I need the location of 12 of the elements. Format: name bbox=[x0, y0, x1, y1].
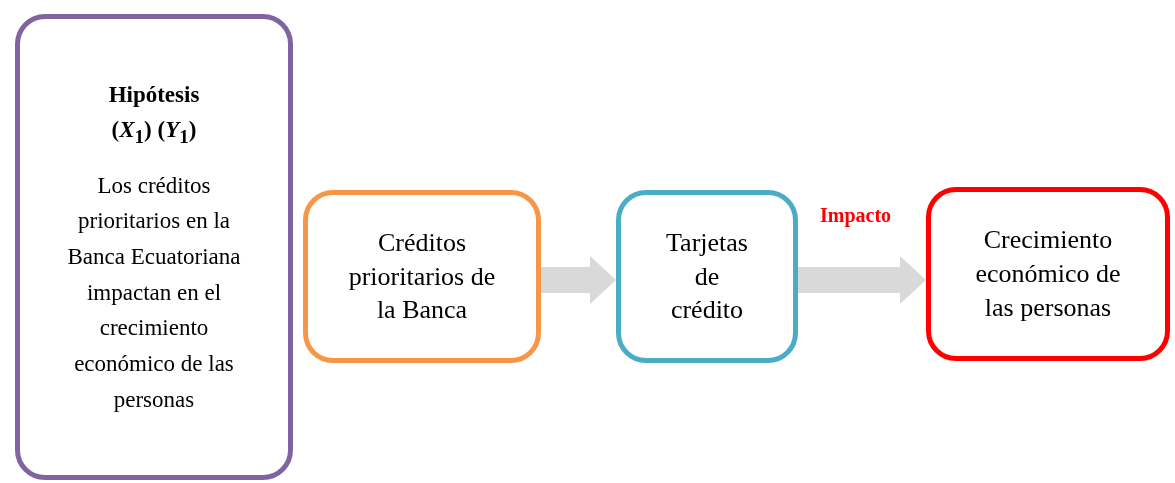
hypothesis-text: Los créditos prioritarios en la Banca Ecuatoriana impactan en el crecimiento económico de las personas bbox=[66, 171, 242, 414]
block-arrow bbox=[798, 256, 926, 304]
box-text: Crecimiento económico de las personas bbox=[974, 224, 1122, 324]
process-box bbox=[616, 190, 798, 363]
box-text: Tarjetas de crédito bbox=[665, 226, 749, 327]
variables-label: (X$_{1}$) (Y$_{1}$) bbox=[111, 116, 197, 149]
block-arrow bbox=[541, 256, 616, 304]
process-box bbox=[303, 190, 541, 363]
box-text: Créditos prioritarios de la Banca bbox=[347, 226, 497, 327]
process-box bbox=[926, 187, 1170, 361]
heading: Hipótesis bbox=[108, 80, 200, 109]
hypothesis-box bbox=[15, 14, 293, 480]
